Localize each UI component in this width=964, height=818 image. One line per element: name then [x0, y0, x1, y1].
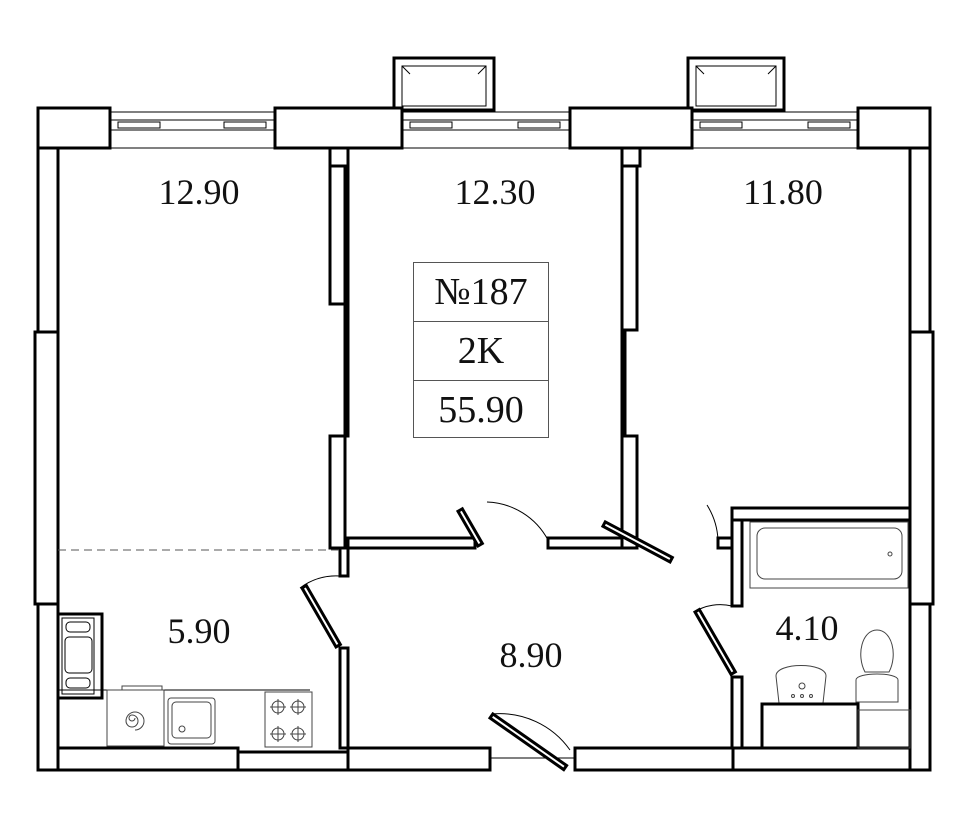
- sink-icon: [167, 697, 216, 745]
- apartment-type: 2K: [414, 322, 548, 381]
- fridge-icon: [56, 612, 104, 700]
- window-top-left: [109, 111, 276, 149]
- area-bathroom: 4.10: [775, 608, 839, 648]
- right-wall: [908, 146, 935, 772]
- stove-icon: [264, 691, 313, 748]
- washbasin-icon: [775, 665, 827, 704]
- vanity-cabinet: [760, 702, 860, 750]
- toilet-icon: [855, 629, 911, 749]
- door-middle-room: [455, 501, 549, 549]
- partition-right: [620, 146, 642, 550]
- washing-machine-icon: [106, 685, 165, 747]
- area-kitchen: 5.90: [167, 611, 231, 651]
- area-room-middle: 12.30: [454, 172, 536, 212]
- apartment-info-box: №187 2K 55.90: [413, 262, 549, 438]
- door-bathroom: [692, 604, 738, 677]
- entrance-door[interactable]: [487, 711, 571, 772]
- partition-left: [328, 146, 350, 578]
- area-room-left: 12.90: [158, 172, 240, 212]
- door-kitchen: [299, 575, 343, 649]
- window-top-right: [691, 111, 859, 149]
- top-wall: [36, 106, 932, 150]
- bathtub-icon: [749, 521, 909, 589]
- bottom-wall: [56, 746, 912, 772]
- apartment-total-area: 55.90: [438, 389, 524, 431]
- balcony-right: [686, 56, 786, 112]
- left-wall: [33, 146, 60, 772]
- area-hallway: 8.90: [499, 635, 563, 675]
- balcony-left: [392, 56, 496, 112]
- window-top-middle: [401, 111, 571, 149]
- door-right-room: [600, 504, 719, 564]
- area-room-right: 11.80: [743, 172, 823, 212]
- apartment-number: №187: [414, 263, 548, 322]
